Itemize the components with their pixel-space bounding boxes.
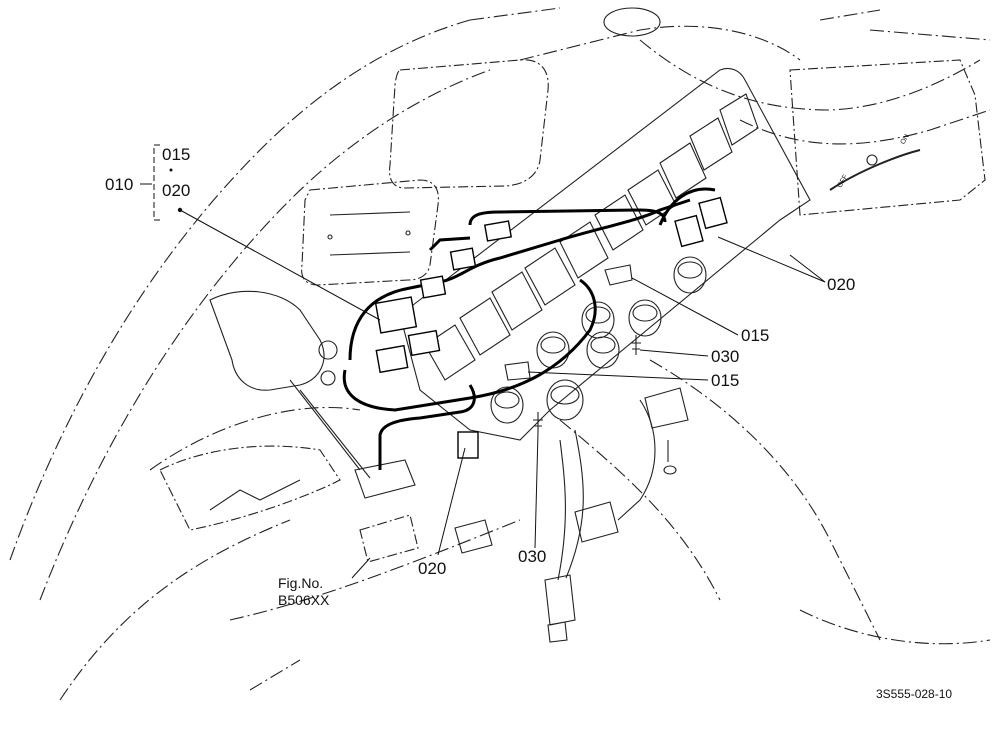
fender-right — [639, 39, 981, 111]
callout-020-bottom: 020 — [418, 559, 447, 578]
harness-loop — [342, 278, 597, 412]
console-base — [229, 519, 521, 691]
harness-right — [658, 187, 716, 226]
callout-010: 010 — [105, 175, 134, 194]
leader-015-lower — [527, 371, 709, 381]
drawing-number: 3S555-028-10 — [876, 687, 953, 701]
connector-c2 — [449, 247, 477, 271]
connector-plug — [544, 574, 576, 643]
screw-b — [631, 335, 641, 355]
callout-030-right: 030 — [711, 347, 740, 366]
callout-030-bottom: 030 — [518, 547, 547, 566]
leader-020-right-b — [789, 254, 826, 283]
figure-reference: Fig.No. B506XX — [278, 575, 329, 609]
right-edge-lines — [799, 9, 991, 645]
callout-020-group: 020 — [162, 181, 191, 200]
screw-a — [533, 412, 543, 432]
leader-020-right-a — [717, 236, 826, 283]
connector-c3 — [419, 275, 447, 299]
connector-c9 — [407, 329, 441, 357]
callout-015-lower: 015 — [711, 371, 740, 390]
connector-c8 — [457, 431, 479, 459]
relay-box-b — [359, 514, 419, 563]
leader-fig — [351, 557, 371, 579]
leader-030-bottom — [534, 431, 539, 549]
right-panel-slot — [829, 149, 921, 191]
lever-gate — [159, 445, 341, 531]
bracket-b — [504, 361, 531, 381]
figure-reference-number: B506XX — [278, 592, 330, 608]
callout-015-group: 015 — [162, 145, 191, 164]
wire-right — [617, 399, 656, 521]
rocker-switches — [424, 93, 759, 381]
right-panel — [789, 59, 986, 216]
floor-outline — [59, 406, 361, 701]
connector-c5 — [375, 344, 409, 374]
figure-reference-label: Fig.No. — [278, 575, 324, 591]
connector-c7 — [698, 196, 728, 230]
connector-right — [644, 387, 689, 429]
connector-c1 — [483, 220, 513, 242]
leader-015-upper — [631, 277, 739, 336]
top-ring — [603, 7, 661, 37]
knobs — [490, 256, 707, 424]
connector-c4 — [374, 296, 418, 334]
connector-c6 — [674, 214, 704, 248]
lever-arm — [289, 379, 371, 479]
callout-015-upper: 015 — [741, 326, 770, 345]
wire-bottom — [557, 429, 584, 581]
leader-030-right — [639, 349, 709, 357]
connector-bottom — [454, 519, 493, 554]
cab-outline-left-inner — [39, 69, 491, 601]
callout-020-right: 020 — [827, 275, 856, 294]
bracket-a — [604, 264, 633, 286]
fender-right-2 — [739, 109, 991, 145]
console-side — [559, 359, 881, 641]
relay-box-a — [354, 459, 416, 499]
leader-020-bottom — [437, 447, 466, 556]
cab-outline-top — [469, 7, 801, 61]
shift-lever — [209, 290, 325, 391]
console-plate — [301, 179, 439, 286]
upper-window — [388, 59, 549, 189]
cab-outline-left — [9, 19, 471, 561]
leader-010 — [179, 209, 381, 321]
switch-panel-body — [399, 67, 811, 441]
group-bracket — [153, 144, 160, 221]
lever-gate-slot — [209, 479, 301, 511]
